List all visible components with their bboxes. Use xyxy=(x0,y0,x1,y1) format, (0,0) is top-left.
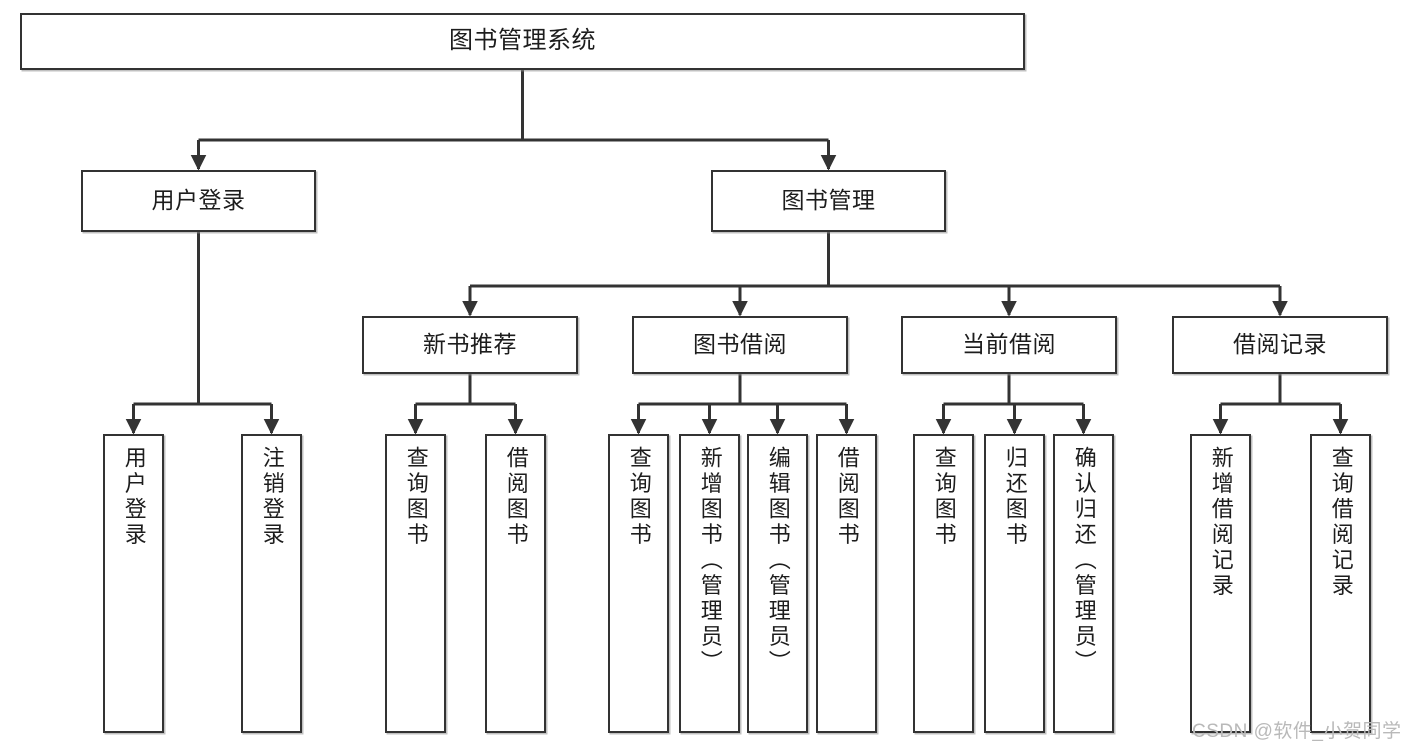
node-leaf-query-book-1[interactable]: 查询图书 xyxy=(385,434,446,733)
node-label-leaf-edit-book: 编辑图书（管理员） xyxy=(765,446,791,676)
node-root[interactable]: 图书管理系统 xyxy=(20,13,1025,70)
node-leaf-edit-book[interactable]: 编辑图书（管理员） xyxy=(747,434,808,733)
node-label-leaf-add-book: 新增图书（管理员） xyxy=(697,446,723,676)
node-leaf-add-record[interactable]: 新增借阅记录 xyxy=(1190,434,1251,733)
node-label-leaf-query-book-3: 查询图书 xyxy=(931,446,957,548)
node-label-leaf-query-book-1: 查询图书 xyxy=(403,446,429,548)
node-leaf-confirm-return[interactable]: 确认归还（管理员） xyxy=(1053,434,1114,733)
node-book-borrow[interactable]: 图书借阅 xyxy=(632,316,848,374)
node-label-leaf-query-record: 查询借阅记录 xyxy=(1328,446,1354,599)
node-label-leaf-add-record: 新增借阅记录 xyxy=(1208,446,1234,599)
node-label-user-login: 用户登录 xyxy=(151,187,246,214)
node-borrow-record[interactable]: 借阅记录 xyxy=(1172,316,1388,374)
node-user-login[interactable]: 用户登录 xyxy=(81,170,316,232)
node-leaf-user-login[interactable]: 用户登录 xyxy=(103,434,164,733)
node-label-leaf-borrow-book-1: 借阅图书 xyxy=(503,446,529,548)
node-label-borrow-record: 借阅记录 xyxy=(1233,331,1327,358)
node-label-root: 图书管理系统 xyxy=(449,27,596,55)
node-current-borrow[interactable]: 当前借阅 xyxy=(901,316,1117,374)
csdn-watermark: CSDN @软件_小贺同学 xyxy=(1192,721,1402,742)
node-leaf-borrow-book-1[interactable]: 借阅图书 xyxy=(485,434,546,733)
node-label-leaf-return-book: 归还图书 xyxy=(1002,446,1028,548)
node-label-leaf-query-book-2: 查询图书 xyxy=(626,446,652,548)
node-label-leaf-borrow-book-2: 借阅图书 xyxy=(834,446,860,548)
node-leaf-add-book[interactable]: 新增图书（管理员） xyxy=(679,434,740,733)
node-label-book-manage: 图书管理 xyxy=(781,187,876,214)
node-label-leaf-logout: 注销登录 xyxy=(259,446,285,548)
node-leaf-borrow-book-2[interactable]: 借阅图书 xyxy=(816,434,877,733)
node-label-current-borrow: 当前借阅 xyxy=(962,331,1056,358)
node-book-manage[interactable]: 图书管理 xyxy=(711,170,946,232)
node-label-new-book-rec: 新书推荐 xyxy=(423,331,517,358)
node-label-leaf-confirm-return: 确认归还（管理员） xyxy=(1071,446,1097,676)
node-leaf-query-book-2[interactable]: 查询图书 xyxy=(608,434,669,733)
node-label-book-borrow: 图书借阅 xyxy=(693,331,787,358)
node-leaf-return-book[interactable]: 归还图书 xyxy=(984,434,1045,733)
node-leaf-query-book-3[interactable]: 查询图书 xyxy=(913,434,974,733)
node-label-leaf-user-login: 用户登录 xyxy=(121,446,147,548)
node-leaf-query-record[interactable]: 查询借阅记录 xyxy=(1310,434,1371,733)
node-leaf-logout[interactable]: 注销登录 xyxy=(241,434,302,733)
node-new-book-rec[interactable]: 新书推荐 xyxy=(362,316,578,374)
